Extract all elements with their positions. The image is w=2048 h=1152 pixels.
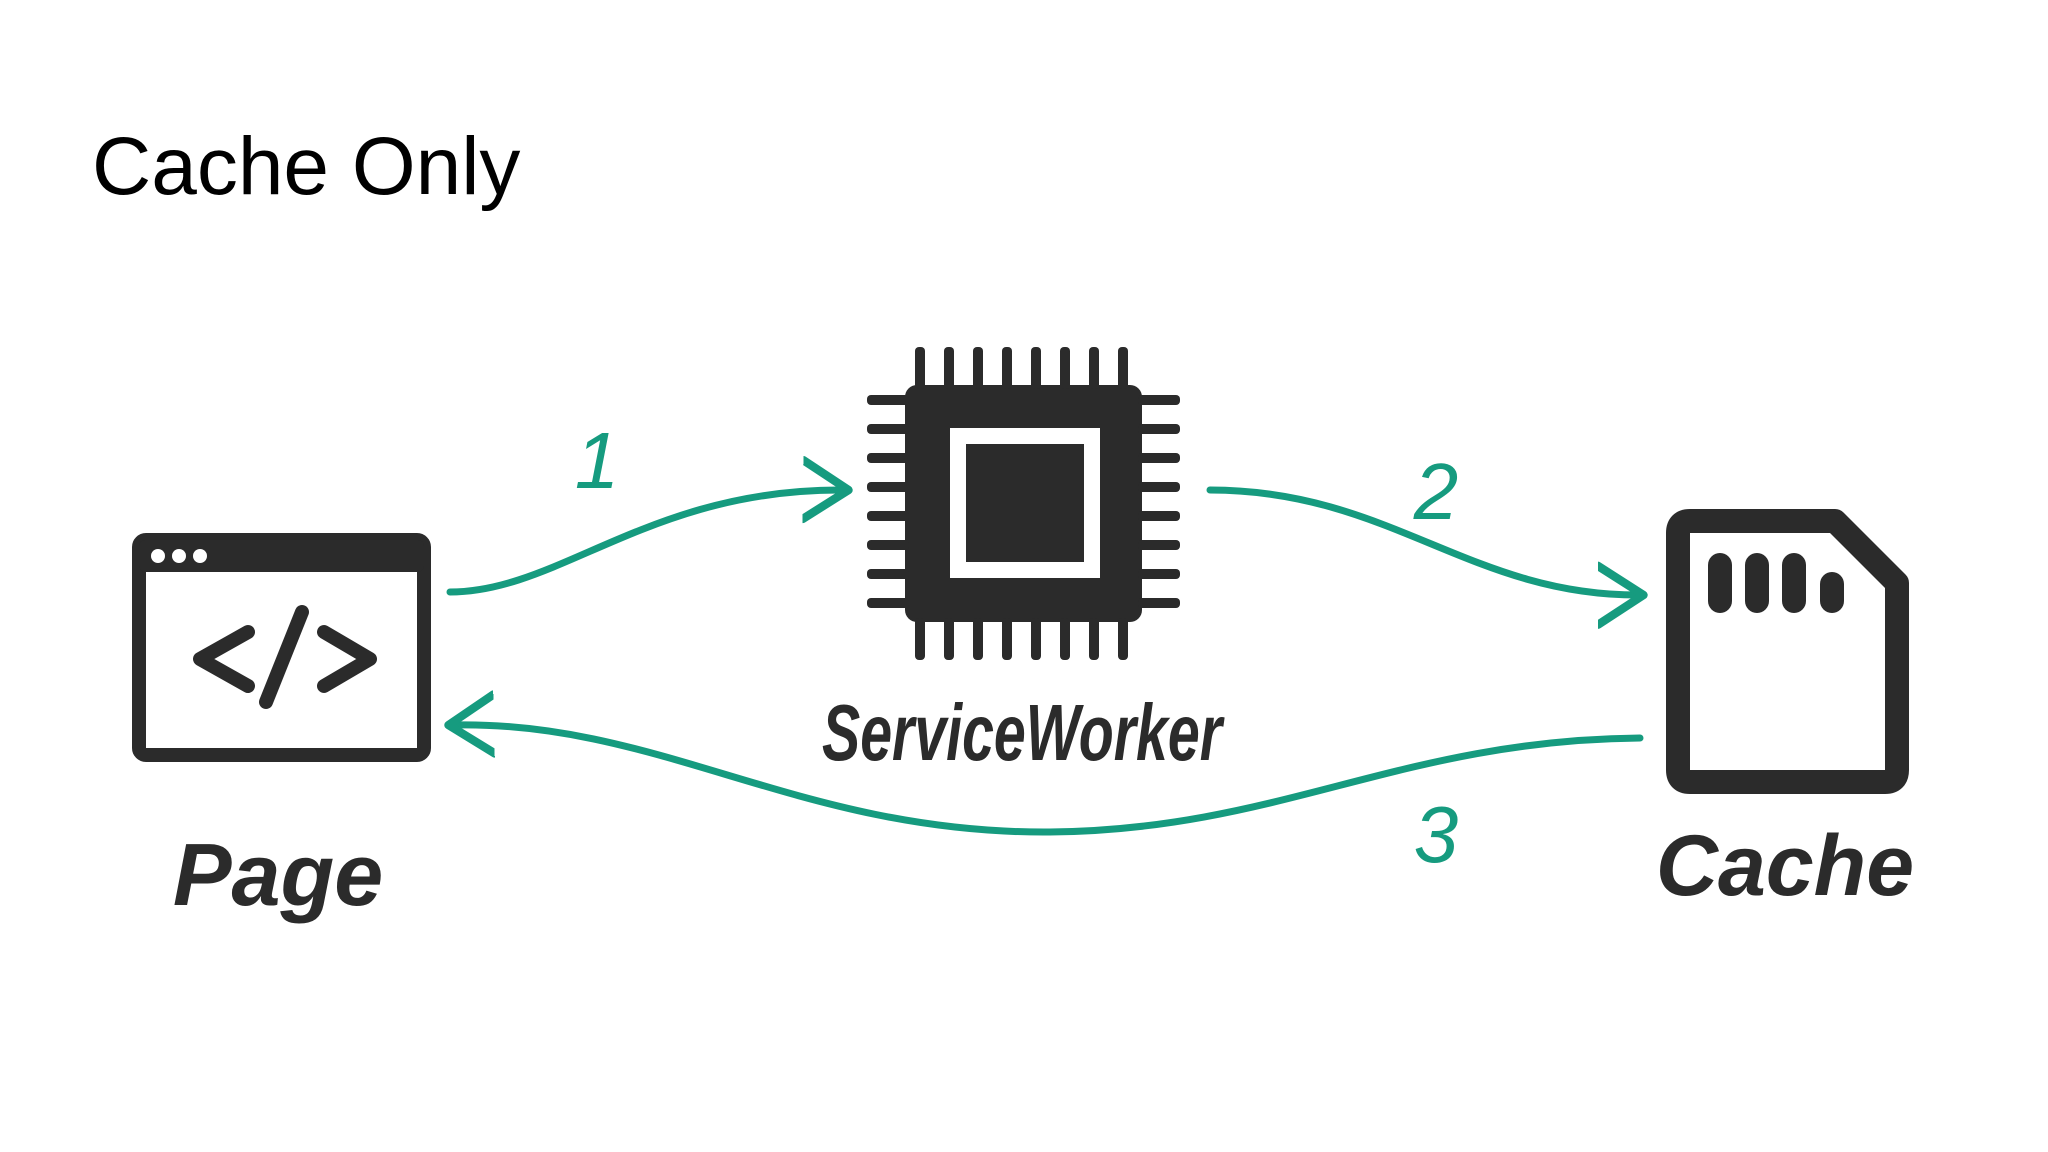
cpu-chip-icon [867,347,1180,660]
arrow-step-2 [1206,486,1640,595]
node-label-cache: Cache [1656,818,1914,914]
step-label-1: 1 [575,416,620,505]
slide-title: Cache Only [92,121,521,212]
node-label-serviceworker: ServiceWorker [822,688,1225,777]
arrow-step-3 [452,725,1644,836]
node-label-page: Page [173,825,383,924]
browser-code-icon [132,533,431,762]
step-label-3: 3 [1414,790,1459,879]
sd-card-icon [1666,509,1909,794]
arrow-step-1 [446,490,845,596]
step-label-2: 2 [1413,447,1459,536]
